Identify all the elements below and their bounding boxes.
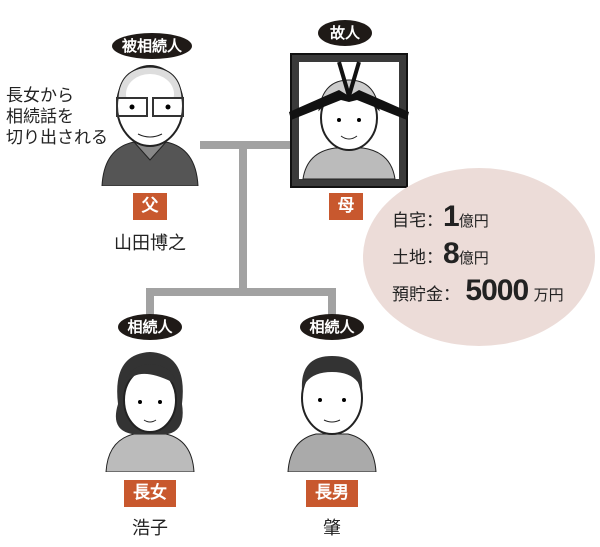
children-line xyxy=(146,288,336,296)
asset-value: 5000 xyxy=(465,274,529,307)
note-line: 相続話を xyxy=(6,107,74,127)
son-role-label: 長男 xyxy=(306,480,358,507)
father-name: 山田博之 xyxy=(114,233,186,254)
heir-badge: 相続人 xyxy=(118,314,182,340)
son-portrait xyxy=(287,356,377,472)
son-name: 肇 xyxy=(323,518,341,539)
heir-badge: 相続人 xyxy=(300,314,364,340)
father-role-label: 父 xyxy=(133,193,167,220)
father-note: 長女から 相続話を 切り出される xyxy=(6,86,108,149)
assets-bubble xyxy=(363,168,595,346)
daughter-portrait xyxy=(105,352,195,472)
daughter-role-label: 長女 xyxy=(124,480,176,507)
asset-value: 8 xyxy=(443,237,460,270)
asset-home: 自宅：1億円 xyxy=(392,200,489,234)
asset-savings: 預貯金： 5000 万円 xyxy=(392,274,564,308)
heir-status-badge: 被相続人 xyxy=(112,33,192,59)
asset-label: 預貯金： xyxy=(392,285,460,305)
son-branch xyxy=(328,288,336,318)
mother-role-label: 母 xyxy=(329,193,363,220)
daughter-branch xyxy=(146,288,154,318)
asset-label: 土地： xyxy=(392,248,443,268)
daughter-name: 浩子 xyxy=(132,518,168,539)
asset-land: 土地：8億円 xyxy=(392,237,489,271)
asset-unit: 億円 xyxy=(458,212,489,230)
asset-unit: 万円 xyxy=(533,286,564,304)
mother-memorial-portrait xyxy=(289,53,409,188)
asset-unit: 億円 xyxy=(458,249,489,267)
note-line: 切り出される xyxy=(6,128,108,148)
note-line: 長女から xyxy=(6,86,74,106)
asset-value: 1 xyxy=(443,200,460,233)
deceased-badge: 故人 xyxy=(318,20,372,46)
trunk-line xyxy=(239,141,247,296)
father-portrait xyxy=(101,65,199,186)
asset-label: 自宅： xyxy=(392,211,443,231)
